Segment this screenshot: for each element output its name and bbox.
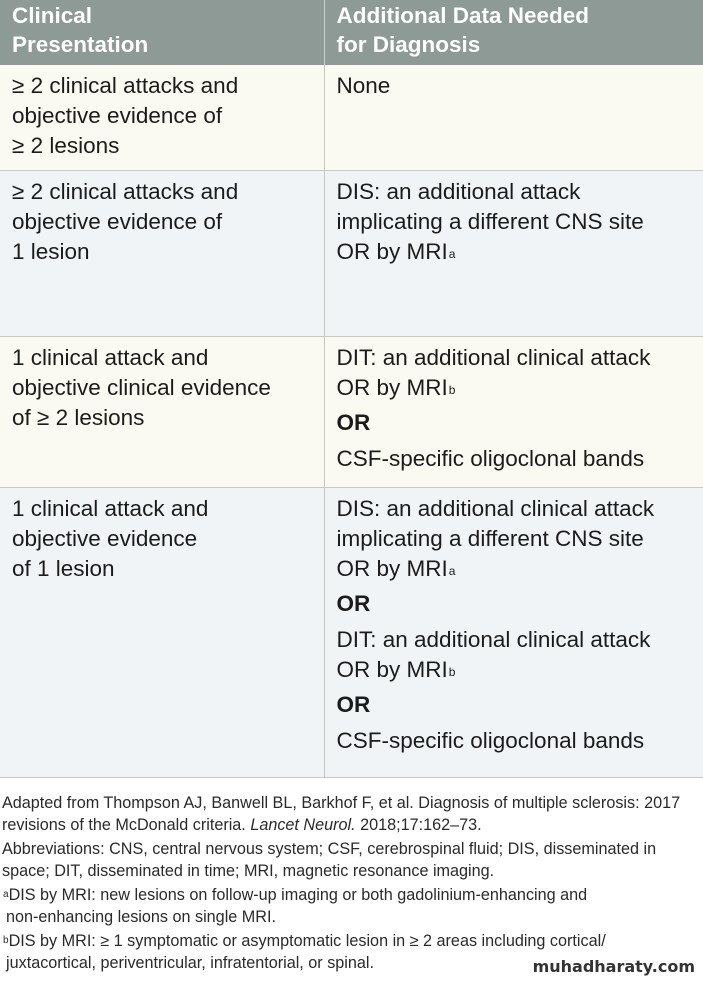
header-additional-data: Additional Data Needed for Diagnosis <box>324 0 703 65</box>
header-clinical-presentation: Clinical Presentation <box>0 0 325 65</box>
citation-details: 2018;17:162–73. <box>355 816 482 834</box>
cell-line: DIT: an additional clinical attack <box>336 344 651 370</box>
footnote-b: bDIS by MRI: ≥ 1 symptomatic or asymptom… <box>2 930 703 974</box>
presentation-cell: 1 clinical attack and objective clinical… <box>0 336 325 488</box>
cell-line: OR by MRIb <box>337 655 694 685</box>
citation-text: Adapted from Thompson AJ, Banwell BL, Ba… <box>2 794 681 834</box>
header-line: Additional Data Needed <box>336 3 590 28</box>
table-row: ≥ 2 clinical attacks and objective evide… <box>0 170 703 337</box>
cell-line: CSF-specific oligoclonal bands <box>336 727 645 753</box>
footnote-b-mark: b <box>3 935 9 946</box>
cell-line: 1 lesion <box>12 238 90 264</box>
cell-line: DIS: an additional clinical attack <box>336 495 655 521</box>
or-separator: OR <box>336 590 371 616</box>
data-needed-cell: DIS: an additional clinical attack impli… <box>324 487 703 778</box>
cell-line-text: OR by MRI <box>336 555 448 581</box>
cell-line-text: OR by MRI <box>336 374 448 400</box>
cell-line: objective evidence of <box>12 103 223 128</box>
or-separator: OR <box>336 409 371 435</box>
table-row: 1 clinical attack and objective evidence… <box>0 487 703 778</box>
footnote-b-marker: b <box>448 382 456 397</box>
cell-line: DIS: an additional attack <box>336 178 581 204</box>
table-notes: Adapted from Thompson AJ, Banwell BL, Ba… <box>2 792 703 976</box>
data-needed-cell: DIS: an additional attack implicating a … <box>324 170 703 337</box>
cell-line: of 1 lesion <box>12 555 115 581</box>
header-line: Presentation <box>12 32 149 57</box>
cell-line: OR by MRIa <box>337 237 694 267</box>
cell-line-text: OR by MRI <box>336 238 448 264</box>
footnote-text: DIS by MRI: new lesions on follow-up ima… <box>8 886 588 904</box>
cell-line: OR by MRIb <box>337 373 694 403</box>
cell-line: DIT: an additional clinical attack <box>336 626 651 652</box>
cell-line: CSF-specific oligoclonal bands <box>336 445 645 471</box>
citation-journal: Lancet Neurol. <box>250 816 356 834</box>
footnote-a-marker: a <box>448 246 456 261</box>
footnote-text: juxtacortical, periventricular, infraten… <box>6 954 374 972</box>
presentation-cell: ≥ 2 clinical attacks and objective evide… <box>0 65 325 171</box>
data-needed-cell: DIT: an additional clinical attack OR by… <box>324 336 703 488</box>
table-header-row: Clinical Presentation Additional Data Ne… <box>0 0 703 65</box>
cell-line: of ≥ 2 lesions <box>12 404 145 430</box>
cell-line-text: OR by MRI <box>336 656 448 682</box>
footnote-a-mark: a <box>3 889 9 900</box>
cell-line: objective clinical evidence <box>12 374 271 400</box>
presentation-cell: ≥ 2 clinical attacks and objective evide… <box>0 170 325 337</box>
cell-line: 1 clinical attack and <box>12 344 209 370</box>
footnote-text: DIS by MRI: ≥ 1 symptomatic or asymptoma… <box>8 932 606 950</box>
footnote-a-marker: a <box>448 563 456 578</box>
cell-line: ≥ 2 clinical attacks and <box>12 178 239 204</box>
table-row: ≥ 2 clinical attacks and objective evide… <box>0 65 703 171</box>
cell-line: objective evidence of <box>12 208 223 234</box>
footnote-b-marker: b <box>448 664 456 679</box>
cell-line: implicating a different CNS site <box>336 525 644 551</box>
abbreviations-note: Abbreviations: CNS, central nervous syst… <box>2 840 657 880</box>
source-citation: Adapted from Thompson AJ, Banwell BL, Ba… <box>2 792 703 836</box>
header-line: for Diagnosis <box>336 32 481 57</box>
watermark: muhadharaty.com <box>532 957 695 976</box>
cell-line: 1 clinical attack and <box>12 495 209 521</box>
cell-line: None <box>336 73 391 98</box>
cell-line: OR by MRIa <box>337 554 694 584</box>
data-needed-cell: None <box>324 65 703 171</box>
footnote-a: aDIS by MRI: new lesions on follow-up im… <box>2 884 703 928</box>
table-row: 1 clinical attack and objective clinical… <box>0 336 703 488</box>
cell-line: implicating a different CNS site <box>336 208 644 234</box>
cell-line: objective evidence <box>12 525 198 551</box>
cell-line: ≥ 2 lesions <box>12 133 120 158</box>
cell-line: ≥ 2 clinical attacks and <box>12 73 239 98</box>
mcdonald-criteria-table: Clinical Presentation Additional Data Ne… <box>0 0 703 778</box>
footnote-text: non-enhancing lesions on single MRI. <box>6 908 276 926</box>
header-line: Clinical <box>12 3 93 28</box>
presentation-cell: 1 clinical attack and objective evidence… <box>0 487 325 778</box>
or-separator: OR <box>336 691 371 717</box>
